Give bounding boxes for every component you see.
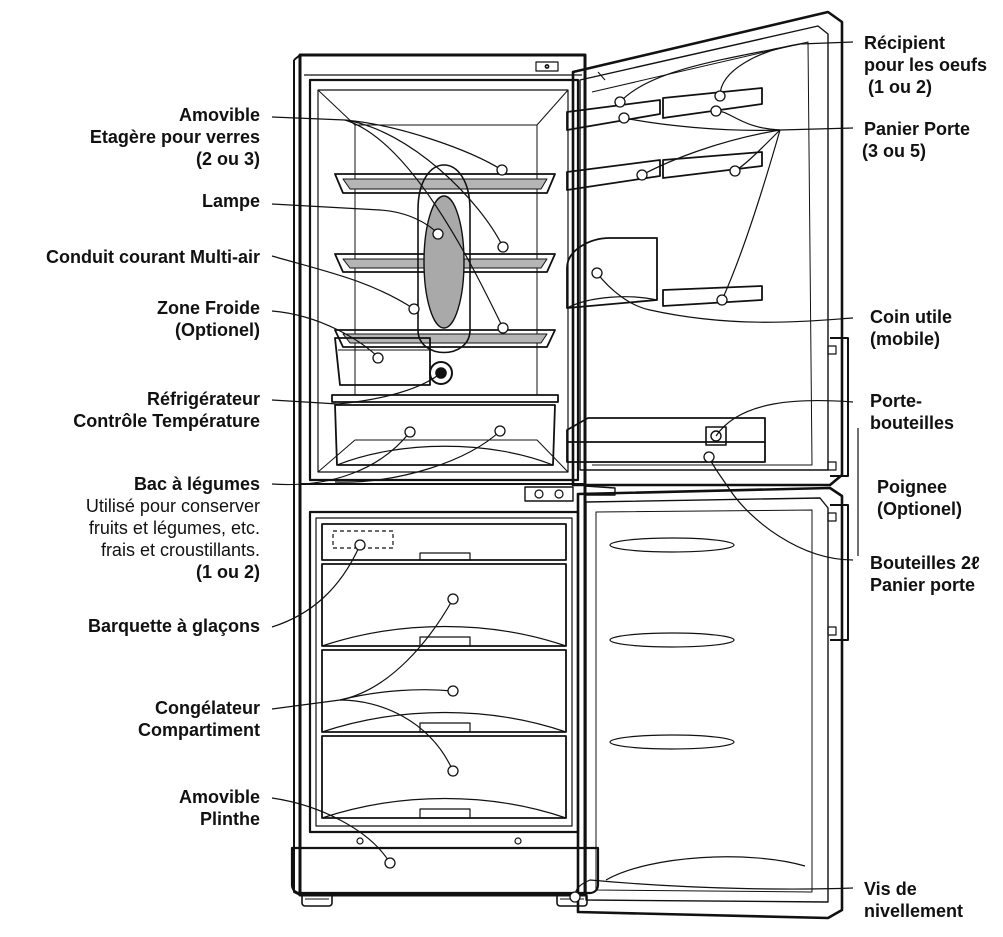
fridge-compartment [308, 78, 580, 482]
freezer-drawer-2 [321, 649, 567, 733]
label-refrigerateur: Réfrigérateur Contrôle Température [73, 389, 260, 431]
door-basket-2 [566, 151, 763, 191]
freezer-controls [524, 486, 574, 502]
label-coin-utile: Coin utile (mobile) [870, 307, 952, 349]
label-amovible-etagere: Amovible Etagère pour verres (2 ou 3) [89, 105, 260, 169]
label-lampe: Lampe [201, 191, 260, 211]
bottle-holder [566, 417, 766, 463]
label-porte-bouteilles: Porte- bouteilles [870, 391, 955, 433]
utility-corner [566, 237, 658, 309]
plinth [290, 837, 600, 895]
label-poignee: Poignee (Optionel) [877, 477, 962, 519]
label-vis-nivellement: Vis de nivellement [864, 879, 964, 921]
markers [354, 90, 741, 903]
lamp [423, 195, 465, 329]
label-conduit: Conduit courant Multi-air [46, 247, 260, 267]
label-panier-porte: Panier Porte (3 ou 5) [862, 119, 971, 161]
label-bac-legumes: Bac à légumes Utilisé pour conserver fru… [85, 474, 260, 582]
freezer-drawer-3 [321, 735, 567, 819]
label-recipient-oeufs: Récipient pour les oeufs (1 ou 2) [864, 33, 988, 97]
egg-tray [566, 87, 763, 131]
label-bouteilles: Bouteilles 2ℓ Panier porte [870, 553, 980, 595]
top-indicator [535, 61, 559, 72]
label-zone-froide: Zone Froide (Optionel) [157, 298, 260, 340]
glass-shelf-3 [334, 329, 556, 348]
multi-air-duct [417, 164, 471, 354]
upper-door [571, 10, 844, 487]
door-basket-3 [662, 285, 763, 307]
crisper-drawer [331, 394, 559, 466]
freezer-drawer-1 [321, 563, 567, 647]
glass-shelf-1 [334, 173, 556, 194]
label-congelateur: Congélateur Compartiment [137, 698, 260, 740]
lower-door [576, 486, 849, 920]
label-barquette: Barquette à glaçons [87, 616, 260, 636]
leader-lines [271, 41, 859, 898]
label-plinthe: Amovible Plinthe [178, 787, 260, 829]
zone-froide-box [334, 337, 431, 386]
door-handle [827, 337, 849, 477]
